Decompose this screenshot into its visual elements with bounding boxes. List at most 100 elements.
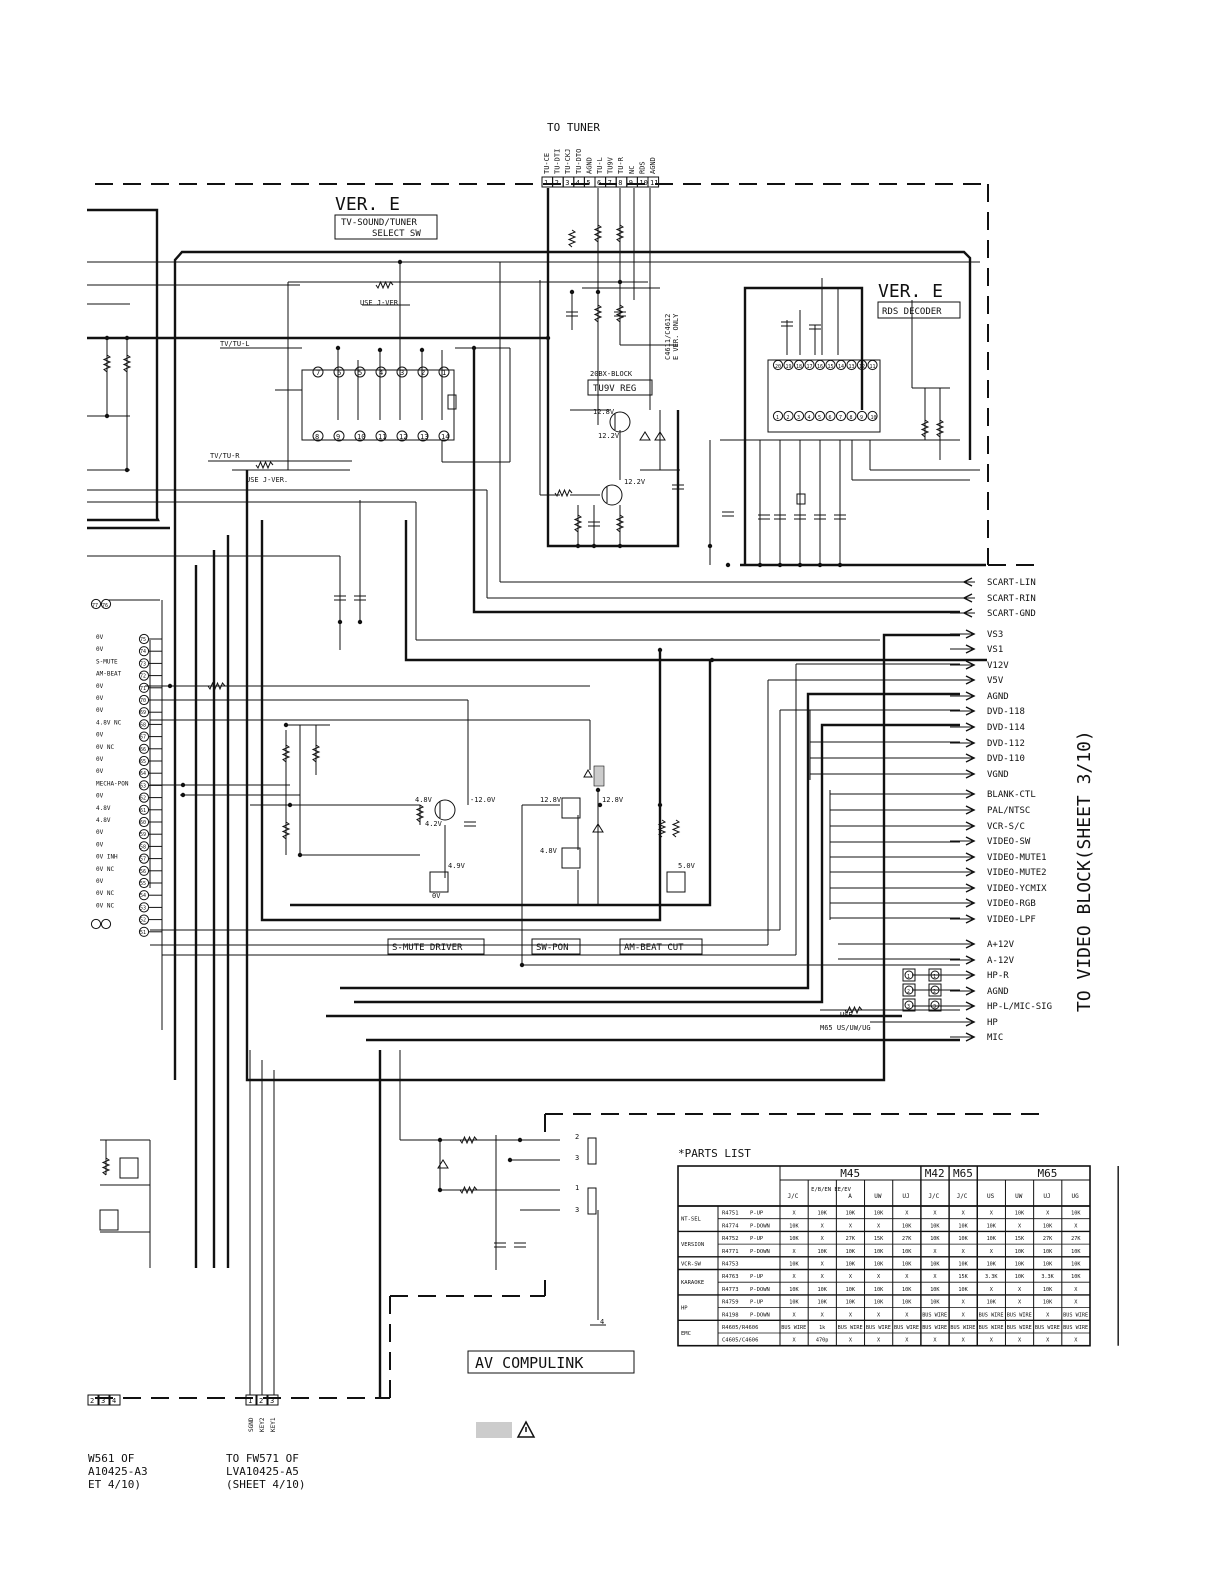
transistor-q3 — [434, 799, 456, 821]
output-signal-label: V5V — [987, 676, 1004, 686]
block-20bx-label: 20BX-BLOCK — [590, 370, 633, 378]
parts-cell: BUS WIRE — [1007, 1325, 1032, 1331]
transistor-q4 — [99, 797, 686, 1231]
parts-row-pos: P-DOWN — [750, 1223, 770, 1229]
parts-cell: 10K — [817, 1211, 827, 1217]
parts-column-header: UW — [1015, 1193, 1023, 1200]
left-pin-number: 54 — [140, 893, 146, 899]
svg-text:12.8V: 12.8V — [593, 408, 615, 416]
parts-column-header: UJ — [1043, 1193, 1050, 1200]
svg-text:9: 9 — [336, 433, 340, 441]
parts-cell: 10K — [1043, 1262, 1053, 1268]
parts-row-part: R4763 — [722, 1274, 739, 1280]
parts-cell: 10K — [1015, 1249, 1025, 1255]
parts-cell: X — [1074, 1338, 1078, 1344]
am-beat-cut-box — [619, 938, 703, 955]
output-signal-label: VIDEO-YCMIX — [987, 884, 1047, 894]
parts-row-pos: P-DOWN — [750, 1249, 770, 1255]
svg-text:4: 4 — [379, 369, 383, 377]
parts-row-part: R4771 — [722, 1249, 739, 1255]
parts-cell: X — [990, 1287, 994, 1293]
parts-row-pos: P-UP — [750, 1211, 764, 1217]
parts-cell: 10K — [874, 1300, 884, 1306]
svg-text:6: 6 — [337, 369, 341, 377]
parts-row-group: VCR-SW — [681, 1262, 702, 1268]
dashed-border — [95, 183, 1040, 1399]
parts-cell: X — [1074, 1287, 1078, 1293]
tu9v-reg-label: TU9V REG — [593, 384, 636, 394]
parts-cell: X — [905, 1312, 909, 1318]
parts-cell: 10K — [930, 1262, 940, 1268]
transistor-q2 — [601, 484, 623, 506]
left-pin-label: 0V — [96, 646, 104, 653]
bottom-left-text-1: W561 OF — [88, 1452, 134, 1465]
parts-cell: X — [877, 1312, 881, 1318]
parts-cell: 27K — [902, 1236, 912, 1242]
svg-text:5: 5 — [358, 369, 362, 377]
parts-cell: 10K — [817, 1287, 827, 1293]
parts-cell: 10K — [789, 1223, 799, 1229]
left-pin-number: 65 — [140, 759, 146, 765]
output-signal-label: DVD-118 — [987, 707, 1025, 717]
svg-text:3: 3 — [270, 1397, 274, 1405]
left-pin-number: 57 — [140, 857, 146, 863]
parts-cell: BUS WIRE — [894, 1325, 919, 1331]
parts-cell: 10K — [874, 1249, 884, 1255]
tu9v-reg-box — [587, 379, 653, 396]
parts-cell: BUS WIRE — [1063, 1325, 1088, 1331]
svg-text:2: 2 — [933, 989, 936, 995]
svg-text:12: 12 — [859, 364, 865, 370]
left-pin-label: 0V — [96, 732, 104, 739]
parts-row-group: VERSION — [681, 1242, 704, 1248]
parts-cell: X — [821, 1312, 825, 1318]
output-signal-label: SCART-GND — [987, 609, 1036, 619]
tv-tu-l-label: TV/TU-L — [220, 340, 250, 348]
parts-cell: X — [1074, 1223, 1078, 1229]
parts-cell: X — [792, 1338, 796, 1344]
parts-cell: 10K — [1015, 1262, 1025, 1268]
parts-cell: 15K — [958, 1274, 968, 1280]
safety-resistor-shaded — [593, 765, 605, 787]
parts-row-part: R4753 — [722, 1262, 739, 1268]
parts-cell: 27K — [1071, 1236, 1081, 1242]
left-pin-label: 0V NC — [96, 866, 114, 873]
safety-warning-icon — [516, 1420, 536, 1438]
parts-cell: 10K — [1015, 1211, 1025, 1217]
svg-text:12: 12 — [399, 433, 407, 441]
parts-row-part: R4773 — [722, 1287, 739, 1293]
parts-cell: 10K — [1043, 1223, 1053, 1229]
tuner-pin-number: 1 — [544, 179, 548, 187]
parts-row-part: R4198 — [722, 1312, 739, 1318]
output-signal-label: V12V — [987, 661, 1009, 671]
svg-text:1: 1 — [776, 415, 779, 421]
parts-cell: X — [1018, 1300, 1022, 1306]
svg-text:10: 10 — [357, 433, 365, 441]
rds-decoder-ic — [767, 359, 881, 433]
use-m65-label: USE — [840, 1011, 853, 1019]
parts-cell: 10K — [1043, 1300, 1053, 1306]
parts-cell: X — [933, 1274, 937, 1280]
safety-shaded-legend — [476, 1422, 512, 1438]
tuner-title: TO TUNER — [547, 121, 600, 134]
parts-cell: X — [990, 1211, 994, 1217]
svg-text:-12.0V: -12.0V — [470, 796, 496, 804]
svg-text:4.8V: 4.8V — [415, 796, 433, 804]
svg-text:6: 6 — [829, 415, 832, 421]
tv-sound-box — [334, 214, 438, 240]
parts-cell: 10K — [958, 1236, 968, 1242]
tuner-pin-label: AGND — [585, 157, 593, 174]
parts-cell: BUS WIRE — [979, 1312, 1004, 1318]
parts-cell: 10K — [846, 1300, 856, 1306]
output-signal-label: PAL/NTSC — [987, 806, 1030, 816]
parts-cell: X — [792, 1274, 796, 1280]
sw-pon-box — [531, 938, 581, 955]
s-mute-driver-box — [387, 938, 485, 955]
left-pin-label: 0V NC — [96, 890, 114, 897]
parts-cell: 10K — [874, 1262, 884, 1268]
left-pin-number: 59 — [140, 832, 146, 838]
parts-cell: BUS WIRE — [1035, 1325, 1060, 1331]
left-pin-number: 60 — [140, 820, 146, 826]
svg-text:1: 1 — [907, 974, 910, 980]
